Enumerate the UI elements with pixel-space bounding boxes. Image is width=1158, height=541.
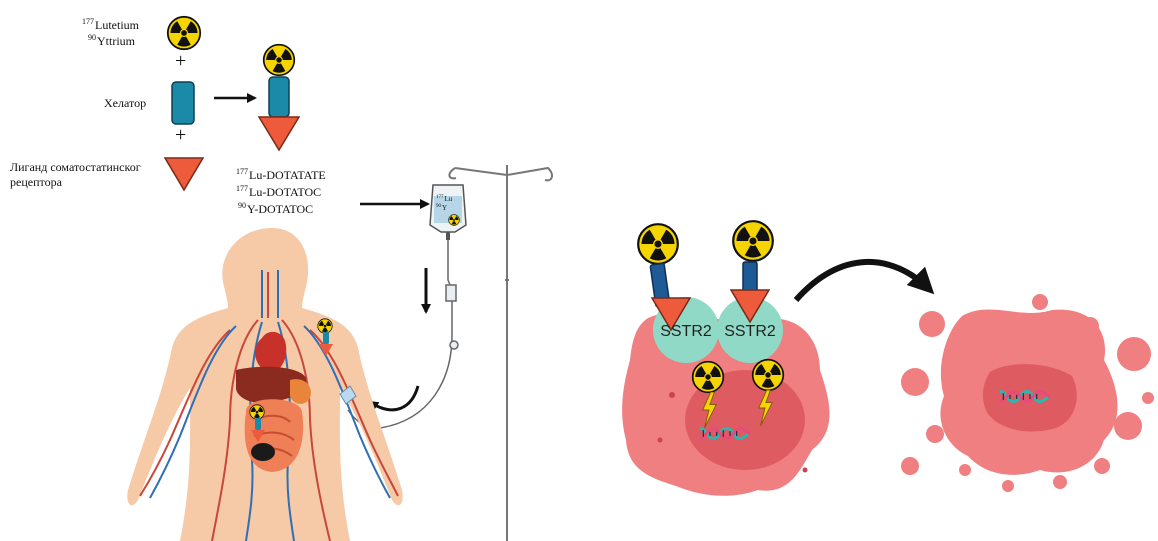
receptor-label: SSTR2 <box>660 323 712 340</box>
human-body <box>127 228 402 541</box>
dying-tumor-cell <box>901 294 1154 492</box>
radiation-icon <box>693 362 724 393</box>
drug-label: 90Y-DOTATOC <box>238 198 313 217</box>
radiation-icon <box>753 360 784 391</box>
tumor-icon <box>251 443 275 461</box>
tumor-cell: SSTR2 SSTR2 <box>622 221 829 496</box>
ligand-label: Лиганд соматостатинског рецептора <box>10 160 162 190</box>
ligand-icon <box>165 158 203 190</box>
chelator-label: Хелатор <box>104 96 146 111</box>
arrow-icon <box>796 262 930 300</box>
chelator-icon <box>172 82 194 124</box>
radiopharmaceutical-icon <box>259 45 299 150</box>
arrow-icon <box>370 386 418 410</box>
receptor-label: SSTR2 <box>724 323 776 340</box>
plus-sign: + <box>175 54 186 69</box>
plus-sign: + <box>175 128 186 143</box>
isotope-yttrium-label: 90Yttrium <box>88 30 135 49</box>
radiation-icon <box>168 17 200 49</box>
